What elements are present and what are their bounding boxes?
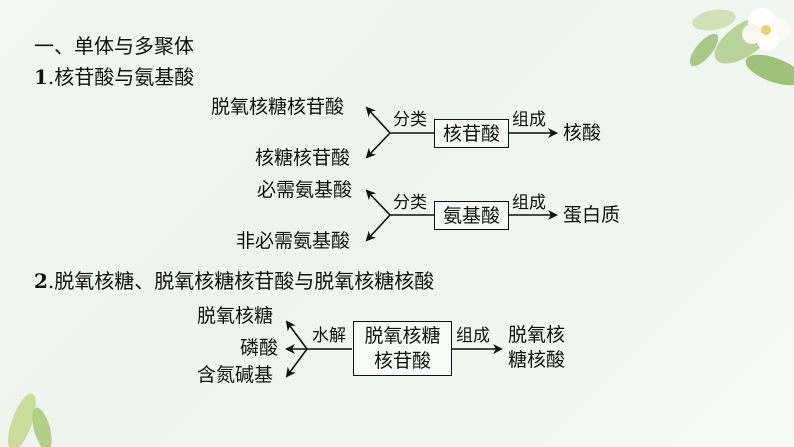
output-phosphate: 磷酸	[240, 337, 279, 359]
subsection-1-number: 1	[34, 65, 48, 89]
product-dna-line1: 脱氧核	[508, 324, 566, 346]
deoxynucleotide-label-line2: 核苷酸	[373, 350, 431, 372]
section-title: 一、单体与多聚体	[34, 34, 194, 58]
leaf-decoration-icon	[8, 393, 52, 447]
compose-label-2: 组成	[512, 193, 546, 213]
subsection-1-text: .核苷酸与氨基酸	[47, 65, 195, 89]
product-nucleic-acid: 核酸	[563, 122, 602, 144]
output-ribonucleotide: 核糖核苷酸	[255, 147, 351, 169]
compose-label-1: 组成	[512, 110, 546, 130]
nucleotide-box: 核苷酸	[434, 119, 509, 148]
output-deoxyribonucleotide: 脱氧核糖核苷酸	[211, 96, 345, 118]
classify-label-1: 分类	[393, 110, 427, 130]
subsection-2-text: .脱氧核糖、脱氧核糖核苷酸与脱氧核糖核酸	[47, 269, 435, 293]
classify-label-2: 分类	[393, 193, 427, 213]
output-nitrogenous-base: 含氮碱基	[197, 364, 274, 386]
flower-decoration-icon	[689, 8, 794, 86]
nucleotide-label: 核苷酸	[442, 123, 500, 145]
subsection-1-title: 1.核苷酸与氨基酸	[34, 67, 194, 87]
subsection-2-title: 2.脱氧核糖、脱氧核糖核苷酸与脱氧核糖核酸	[34, 271, 434, 291]
product-dna-line2: 糖核酸	[508, 349, 566, 371]
amino-acid-box: 氨基酸	[434, 201, 509, 230]
output-deoxyribose: 脱氧核糖	[197, 305, 274, 327]
product-protein: 蛋白质	[563, 204, 621, 226]
hydrolysis-label: 水解	[312, 326, 346, 346]
output-essential-amino-acid: 必需氨基酸	[257, 179, 353, 201]
compose-label-3: 组成	[456, 326, 490, 346]
subsection-2-number: 2	[34, 269, 48, 293]
output-nonessential-amino-acid: 非必需氨基酸	[236, 230, 351, 252]
deoxynucleotide-box: 脱氧核糖 核苷酸	[353, 321, 452, 376]
amino-acid-label: 氨基酸	[442, 205, 500, 227]
deoxynucleotide-label-line1: 脱氧核糖	[364, 325, 441, 347]
